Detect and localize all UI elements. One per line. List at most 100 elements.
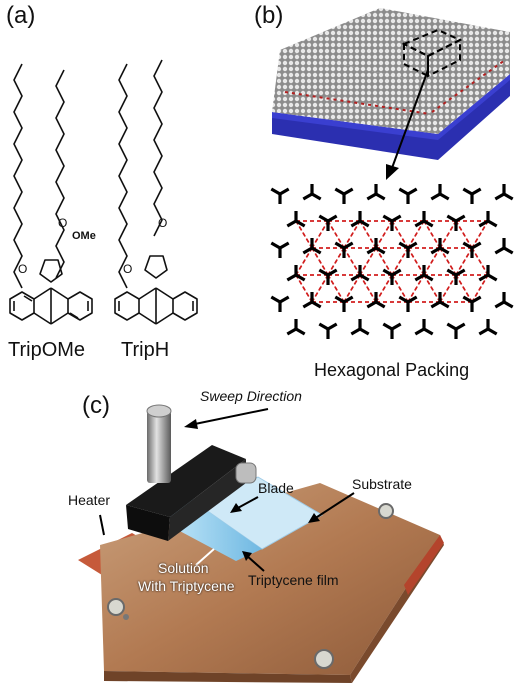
triptycene-tripod: [494, 238, 514, 255]
triptycene-tripod: [318, 214, 338, 231]
triptycene-tripod: [382, 214, 402, 231]
oxygen-atom-label: O: [58, 216, 68, 230]
packing-link: [375, 274, 393, 303]
triptycene-tripod: [478, 319, 498, 336]
packing-link: [311, 274, 329, 303]
hexagonal-packing-caption: Hexagonal Packing: [314, 360, 470, 380]
packing-link: [327, 274, 345, 303]
ome-substituent-label: OMe: [72, 230, 96, 242]
oxygen-atom-label: O: [158, 216, 168, 230]
triptycene-tripod: [478, 265, 498, 282]
triptycene-tripod: [462, 295, 482, 312]
packing-link: [455, 274, 473, 303]
triptycene-tripod: [462, 241, 482, 258]
packing-link: [295, 247, 313, 276]
triptycene-tripod: [446, 214, 466, 231]
triptycene-tripod: [494, 184, 514, 201]
packing-link: [423, 220, 441, 249]
packing-link: [407, 220, 425, 249]
sweep-direction-label: Sweep Direction: [200, 388, 302, 404]
molecular-layer-front: [272, 50, 438, 134]
packing-link: [455, 247, 473, 276]
panel-a-label: (a): [6, 2, 36, 29]
solution-pointer: [195, 548, 215, 566]
packing-link: [407, 247, 425, 276]
zoom-arrow: [391, 69, 429, 169]
triptycene-tripod: [366, 184, 386, 201]
packing-link: [423, 247, 441, 276]
triptycene-tripod: [318, 268, 338, 285]
triptycene-tripod: [414, 319, 434, 336]
triptycene-core-triph: [114, 255, 198, 325]
substrate-label: Substrate: [352, 476, 412, 492]
triptycene-tripod: [270, 187, 290, 204]
triptycene-tripod: [286, 211, 306, 228]
packing-link: [439, 247, 457, 276]
triptycene-tripod: [270, 241, 290, 258]
sweep-arrow: [189, 408, 269, 426]
triptycene-tripod: [430, 238, 450, 255]
triptycene-tripod: [414, 211, 434, 228]
triptycene-tripod: [382, 322, 402, 339]
molecule-name-tripome: TripOMe: [8, 339, 86, 361]
blade-holder: [126, 445, 246, 517]
packing-link: [359, 274, 377, 303]
oxygen-atom-label: O: [123, 262, 133, 276]
triptycene-tripod: [350, 211, 370, 228]
triptycene-tripod: [286, 319, 306, 336]
packing-link: [439, 220, 457, 249]
packing-link: [327, 247, 345, 276]
packing-link: [327, 220, 345, 249]
triptycene-tripod: [494, 292, 514, 309]
triptycene-tripod: [398, 295, 418, 312]
packing-link: [295, 274, 313, 303]
triptycene-tripod: [430, 184, 450, 201]
triptycene-tripod: [366, 292, 386, 309]
screw: [378, 503, 394, 519]
triptycene-tripod: [318, 322, 338, 339]
film-3d-rendering: [272, 8, 510, 180]
molecular-layer-side: [420, 32, 510, 134]
triptycene-film-label: Triptycene film: [248, 572, 339, 588]
triptycene-tripod: [446, 322, 466, 339]
packing-link: [375, 247, 393, 276]
blade-rod: [147, 411, 171, 483]
alkyl-chain: [118, 63, 128, 289]
triptycene-tripod: [302, 292, 322, 309]
triptycene-tripod: [462, 187, 482, 204]
packing-link: [375, 220, 393, 249]
triptycene-tripod: [350, 265, 370, 282]
screw: [314, 649, 334, 669]
coating-apparatus-photo: [78, 404, 444, 683]
packing-link: [391, 247, 409, 276]
screw: [123, 614, 129, 620]
triptycene-tripod: [286, 265, 306, 282]
packing-link: [391, 274, 409, 303]
blade-pointer: [235, 496, 259, 510]
alkyl-chain: [55, 69, 65, 279]
triptycene-tripod: [478, 211, 498, 228]
triptycene-tripod: [382, 268, 402, 285]
packing-link: [343, 220, 361, 249]
film-pointer: [245, 554, 265, 572]
screw: [107, 598, 125, 616]
adjust-knob: [235, 462, 257, 484]
packing-link: [423, 274, 441, 303]
molecule-name-triph: TripH: [121, 339, 170, 361]
panel-c-label: (c): [82, 392, 110, 419]
alkyl-chain: [153, 59, 163, 237]
solution-label-line2: With Triptycene: [138, 578, 235, 594]
blade-label: Blade: [258, 480, 294, 496]
packing-link: [471, 247, 489, 276]
packing-link: [407, 274, 425, 303]
substrate-slab: [272, 78, 510, 160]
hexagonal-packing-diagram: [270, 184, 514, 339]
packing-link: [391, 220, 409, 249]
oxygen-atom-label: O: [18, 262, 28, 276]
triptycene-tripod: [302, 238, 322, 255]
packing-link: [439, 274, 457, 303]
triptycene-tripod: [398, 241, 418, 258]
triptycene-tripod: [302, 184, 322, 201]
triptycene-tripod: [446, 268, 466, 285]
triptycene-tripod: [414, 265, 434, 282]
